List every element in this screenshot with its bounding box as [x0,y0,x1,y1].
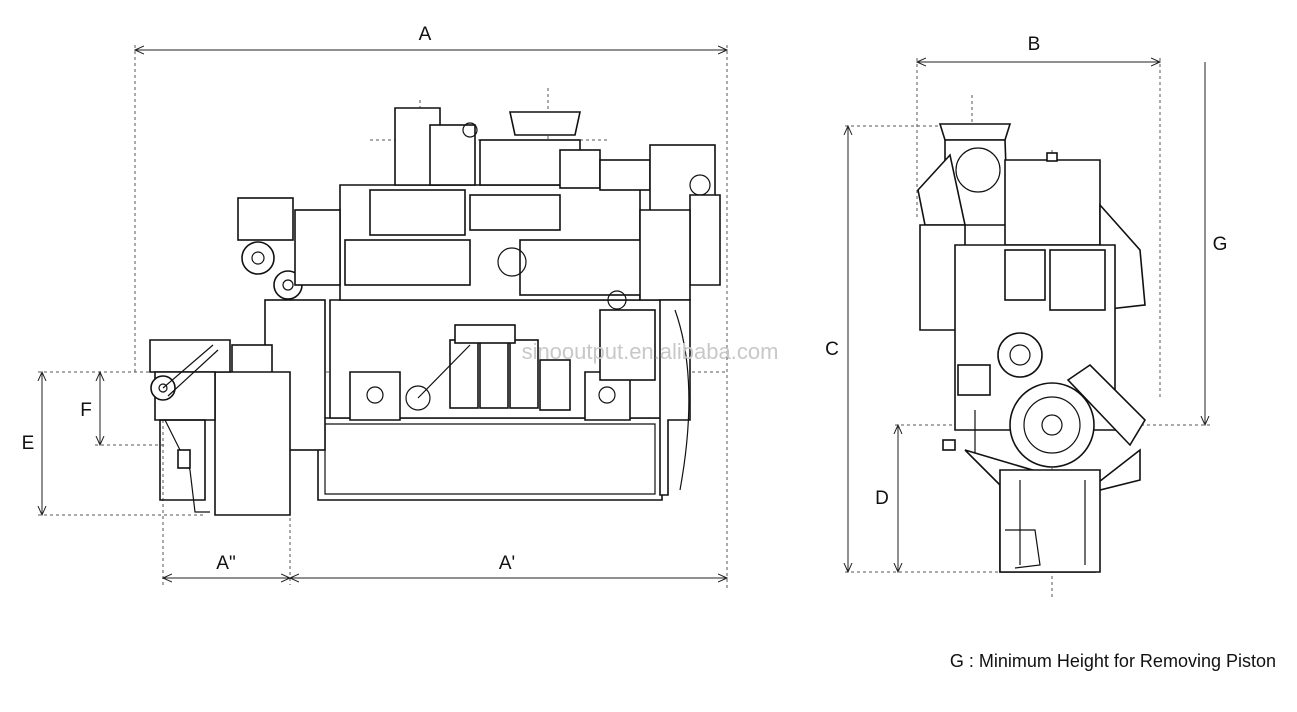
dimension-label-f: F [80,400,92,421]
dimension-label-c: C [825,339,839,360]
dimension-label-a-double-prime: A" [216,553,235,574]
dimension-label-a-prime: A' [499,553,515,574]
dimension-label-g: G [1213,234,1228,255]
dimension-label-d: D [875,488,889,509]
piston-height-note: G : Minimum Height for Removing Piston [950,651,1276,671]
side-view-engine [38,45,728,590]
dimension-label-a: A [419,24,432,45]
dimension-lines [42,50,1205,578]
dimension-label-b: B [1028,34,1041,55]
dimension-label-e: E [22,433,35,454]
watermark-text: sinooutput.en.alibaba.com [522,339,779,364]
front-view-engine [845,58,1210,600]
